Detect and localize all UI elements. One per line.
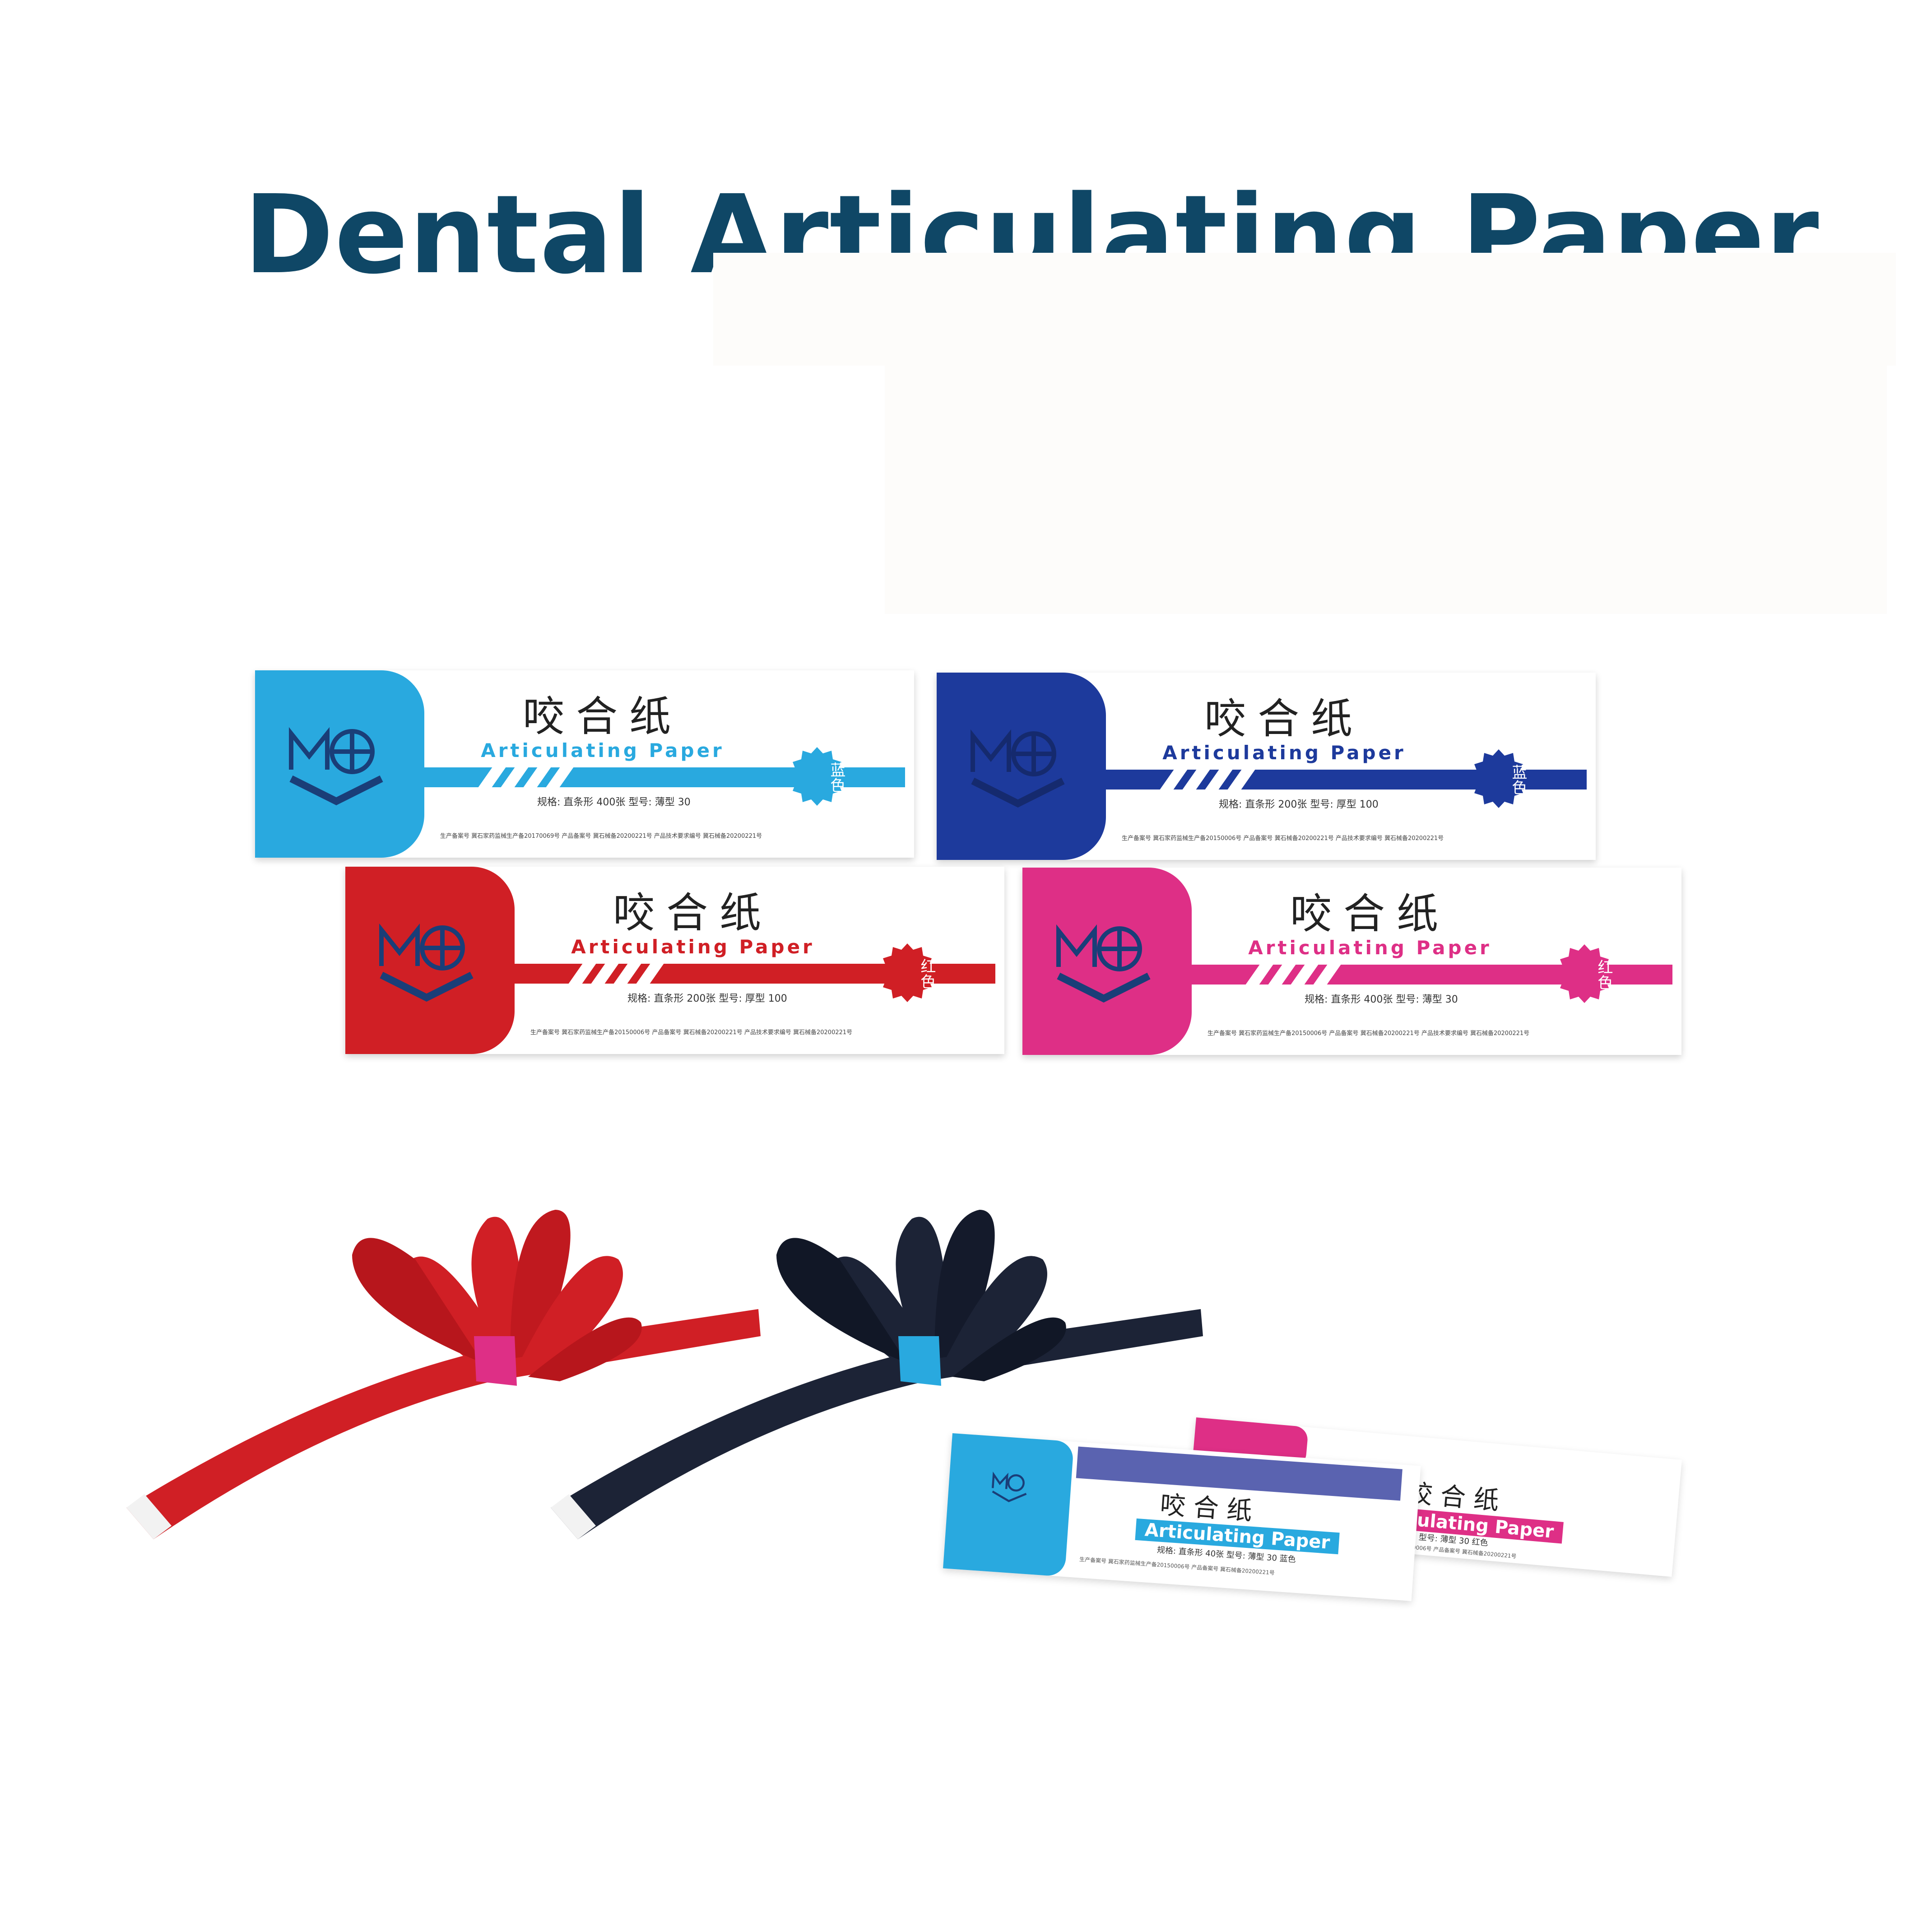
mp-logo-icon (991, 1472, 1027, 1502)
mp-logo-icon (1056, 924, 1151, 1003)
product-box-light-blue: 咬合纸 Articulating Paper 规格: 直条形 400张 型号: … (255, 670, 914, 858)
box-chinese-title: 咬合纸 (1290, 890, 1450, 938)
box-english-title: Articulating Paper (1248, 937, 1492, 959)
box-color-panel (1022, 868, 1192, 1055)
box-spec-line: 规格: 直条形 400张 型号: 薄型 30 (537, 797, 691, 808)
black-paper-strip (551, 1210, 1203, 1539)
box-fine-print: 生产备案号 冀石家药监械生产备20150006号 产品备案号 冀石械备20200… (530, 1029, 853, 1036)
product-box-dark-blue: 咬合纸 Articulating Paper 规格: 直条形 200张 型号: … (937, 673, 1596, 860)
box-chinese-title: 咬合纸 (1204, 695, 1364, 743)
color-seal-label: 红色 (918, 958, 936, 989)
box-color-panel (255, 670, 424, 858)
color-seal-icon (880, 943, 935, 1002)
box-english-title: Articulating Paper (1162, 742, 1406, 764)
color-seal-label: 红色 (1595, 959, 1613, 990)
box-spec-line: 规格: 直条形 400张 型号: 薄型 30 (1305, 994, 1458, 1005)
color-seal-icon (1557, 944, 1612, 1003)
sleeve-color-tab (943, 1433, 1074, 1577)
mp-logo-icon (379, 923, 474, 1002)
box-spec-line: 规格: 直条形 200张 型号: 厚型 100 (627, 993, 787, 1004)
mp-logo-icon (971, 729, 1065, 808)
sleeve-pack-light-blue: 咬合纸 Articulating Paper 规格: 直条形 40张 型号: 薄… (943, 1433, 1421, 1601)
red-paper-strip (126, 1210, 761, 1539)
background-fade-1 (713, 253, 1896, 366)
box-fine-print: 生产备案号 冀石家药监械生产备20150006号 产品备案号 冀石械备20200… (1122, 835, 1444, 842)
mp-logo-icon (289, 727, 383, 805)
color-seal-label: 蓝色 (1509, 764, 1527, 795)
box-english-title: Articulating Paper (481, 739, 724, 762)
box-fine-print: 生产备案号 冀石家药监械生产备20150006号 产品备案号 冀石械备20200… (1208, 1030, 1530, 1037)
background-fade-2 (885, 361, 1887, 614)
product-box-red: 咬合纸 Articulating Paper 规格: 直条形 200张 型号: … (345, 867, 1004, 1054)
box-color-panel (345, 867, 515, 1054)
color-seal-icon (790, 747, 845, 806)
box-english-title: Articulating Paper (571, 936, 815, 958)
box-chinese-title: 咬合纸 (522, 692, 683, 741)
box-fine-print: 生产备案号 冀石家药监械生产备20170069号 产品备案号 冀石械备20200… (440, 833, 762, 840)
color-seal-label: 蓝色 (827, 762, 845, 793)
box-spec-line: 规格: 直条形 200张 型号: 厚型 100 (1219, 799, 1379, 810)
box-color-panel (937, 673, 1106, 860)
product-box-magenta: 咬合纸 Articulating Paper 规格: 直条形 400张 型号: … (1022, 868, 1681, 1055)
box-chinese-title: 咬合纸 (613, 889, 773, 937)
color-seal-icon (1471, 749, 1526, 808)
